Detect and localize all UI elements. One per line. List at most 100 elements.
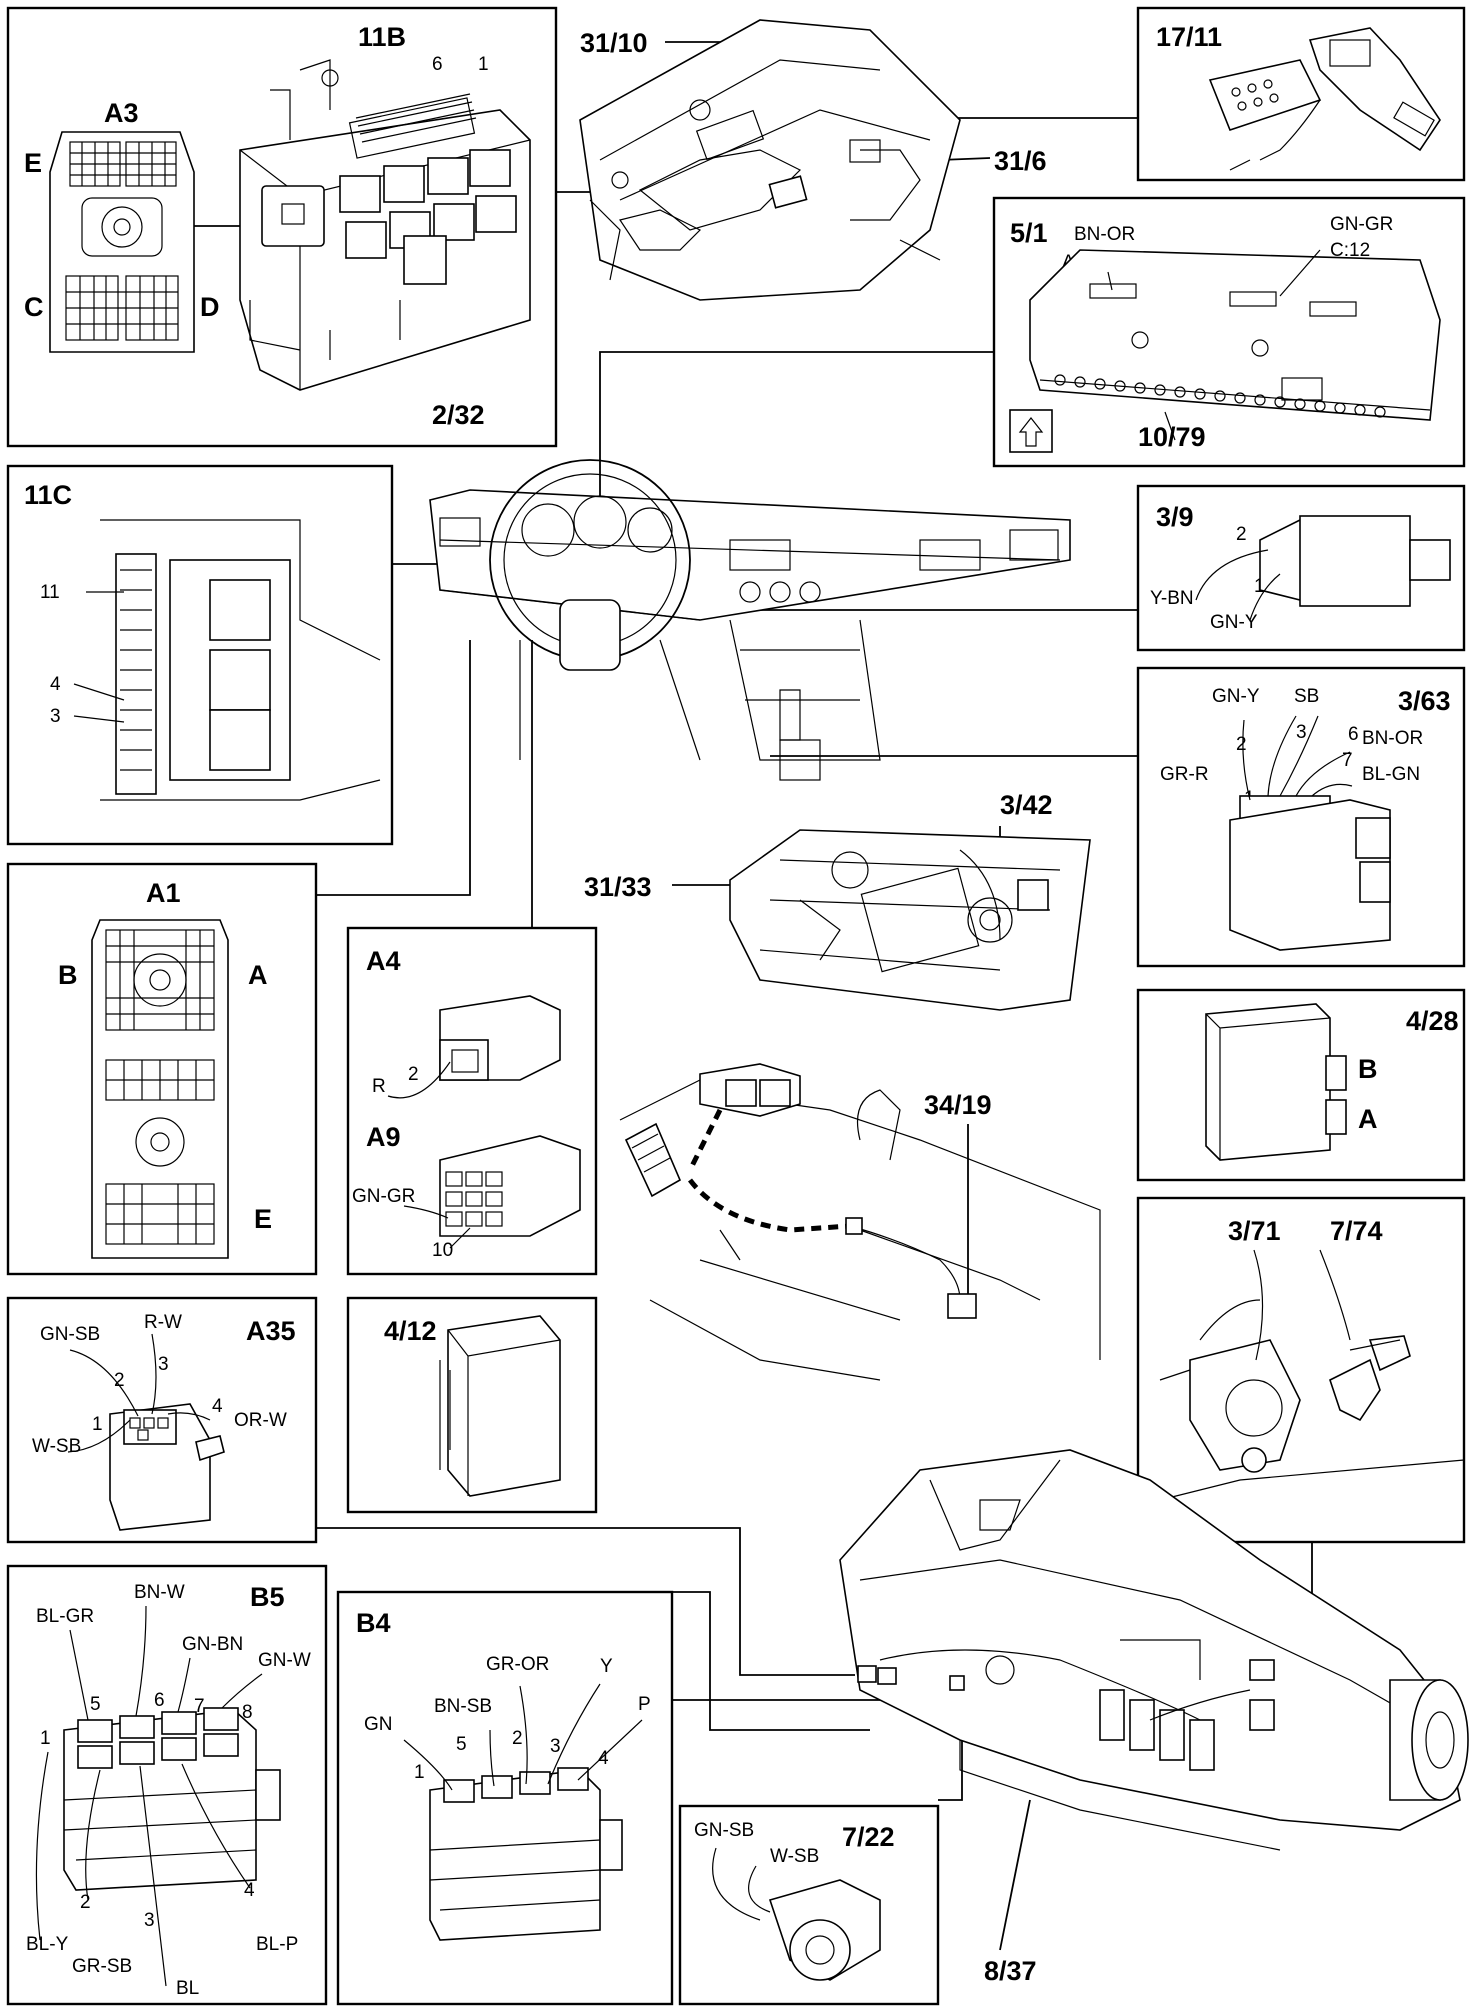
label-b4-1: Y	[600, 1656, 613, 1677]
label-3-9-0: 2	[1236, 524, 1247, 545]
center-console-drawing	[619, 1063, 1101, 1381]
callout-31-6: 31/6	[994, 146, 1047, 176]
control-module-4-28-drawing	[1205, 1003, 1347, 1161]
box-b5-id: B5	[250, 1582, 285, 1612]
connector-b4-drawing	[403, 1683, 643, 1941]
label-a4-0: R	[372, 1076, 386, 1097]
label-b4-8: 4	[598, 1748, 609, 1769]
label-b5-2: GN-BN	[182, 1634, 243, 1655]
gear-selector-switch-drawing	[1229, 715, 1391, 951]
box-4-12-id: 4/12	[384, 1316, 437, 1346]
label-b5-15: BL-P	[256, 1934, 298, 1955]
label-a9-1: 10	[432, 1240, 453, 1261]
label-a1-2: E	[254, 1204, 272, 1234]
box-7-22-id: 7/22	[842, 1822, 895, 1852]
box-3-71-id: 3/71	[1228, 1216, 1281, 1246]
label-3-9-2: Y-BN	[1150, 588, 1194, 609]
label-11b-0: E	[24, 148, 42, 178]
engine-bay-drawing	[579, 19, 961, 301]
callout-3-42: 3/42	[1000, 790, 1053, 820]
box-3-63-id: 3/63	[1398, 686, 1451, 716]
label-a35-7: W-SB	[32, 1436, 81, 1457]
box-4-28: 4/28 B A	[1136, 988, 1466, 1182]
box-17-11-id: 17/11	[1156, 22, 1222, 52]
control-module-4-12-drawing	[439, 1315, 561, 1497]
connector-a1-drawing	[91, 919, 229, 1259]
label-11b-3: 6	[432, 54, 443, 75]
label-b5-11: 4	[244, 1880, 255, 1901]
label-4-28-1: A	[1358, 1104, 1378, 1134]
label-b5-9: 2	[80, 1892, 91, 1913]
transmission-sensors-drawing	[1159, 1249, 1465, 1501]
label-11c-1: 4	[50, 674, 61, 695]
callout-31-33: 31/33	[584, 872, 652, 902]
label-3-63-4: 6	[1348, 724, 1359, 745]
box-3-71: 3/71 7/74	[1136, 1196, 1466, 1544]
label-b4-6: 2	[512, 1728, 523, 1749]
label-b4-2: BN-SB	[434, 1696, 492, 1717]
label-b5-8: 1	[40, 1728, 51, 1749]
relay-box-drawing	[239, 59, 531, 391]
label-b5-4: 5	[90, 1694, 101, 1715]
label-a35-1: R-W	[144, 1312, 182, 1333]
label-b5-12: BL-Y	[26, 1934, 69, 1955]
label-5-1-0: BN-OR	[1074, 224, 1135, 245]
label-b4-4: GN	[364, 1714, 393, 1735]
label-3-9-3: GN-Y	[1210, 612, 1258, 633]
label-b5-14: BL	[176, 1978, 199, 1999]
label-3-63-0: GN-Y	[1212, 686, 1260, 707]
label-b5-10: 3	[144, 1910, 155, 1931]
label-b5-6: 7	[194, 1696, 205, 1717]
box-a4-a9: A4 R 2 A9 GN-GR 10	[346, 926, 598, 1276]
label-b5-3: GN-W	[258, 1650, 311, 1671]
box-a9-id: A9	[366, 1122, 401, 1152]
label-b5-13: GR-SB	[72, 1956, 132, 1977]
box-b4-id: B4	[356, 1608, 391, 1638]
label-b4-9: 1	[414, 1762, 425, 1783]
box-11c: 11C 11 4 3	[6, 464, 394, 846]
instrument-cluster-drawing	[1029, 249, 1441, 441]
label-5-1-3: C:12	[1330, 240, 1370, 261]
label-a35-4: 1	[92, 1414, 103, 1435]
label-11b-4: 1	[478, 54, 489, 75]
label-4-28-0: B	[1358, 1054, 1378, 1084]
box-11b: 11B A3 E C D 6 1 2/32	[6, 6, 558, 448]
box-7-74-id: 7/74	[1330, 1216, 1383, 1246]
label-b4-5: 5	[456, 1734, 467, 1755]
connector-a4-drawing	[387, 995, 561, 1099]
label-b5-5: 6	[154, 1690, 165, 1711]
label-3-63-2: 2	[1236, 734, 1247, 755]
callout-34-19: 34/19	[924, 1090, 992, 1120]
label-a1-0: B	[58, 960, 78, 990]
label-3-63-3: 3	[1296, 722, 1307, 743]
box-b4: B4 GR-OR Y BN-SB P GN 5 2 3 4 1	[336, 1590, 674, 2006]
box-a1-id: A1	[146, 878, 181, 908]
label-b5-7: 8	[242, 1702, 253, 1723]
central-electronics-drawing	[73, 519, 381, 801]
label-5-1-2: GN-GR	[1330, 214, 1393, 235]
brake-switch-drawing	[1195, 515, 1451, 621]
engine-compartment-drawing	[729, 829, 1091, 1011]
label-a35-5: 4	[212, 1396, 223, 1417]
box-a35-id: A35	[246, 1316, 296, 1346]
box-3-9: 3/9 2 1 Y-BN GN-Y	[1136, 484, 1466, 652]
box-3-9-id: 3/9	[1156, 502, 1194, 532]
label-3-63-7: 7	[1342, 750, 1353, 771]
box-4-28-id: 4/28	[1406, 1006, 1459, 1036]
arrow-up-icon	[1009, 409, 1053, 453]
label-a4-1: 2	[408, 1064, 419, 1085]
box-4-12: 4/12	[346, 1296, 598, 1514]
label-11c-2: 3	[50, 706, 61, 727]
label-3-63-1: SB	[1294, 686, 1319, 707]
label-b4-0: GR-OR	[486, 1654, 549, 1675]
label-b4-7: 3	[550, 1736, 561, 1757]
box-3-63: 3/63 GN-Y SB 2 3 6 BN-OR GR-R 7 BL-GN 1	[1136, 666, 1466, 968]
box-7-22: 7/22 GN-SB W-SB	[678, 1804, 940, 2006]
callout-31-10: 31/10	[580, 28, 648, 58]
connector-b5-drawing	[35, 1605, 281, 1987]
label-b5-0: BL-GR	[36, 1606, 94, 1627]
label-7-22-0: GN-SB	[694, 1820, 754, 1841]
box-a4-id: A4	[366, 946, 401, 976]
label-b5-1: BN-W	[134, 1582, 185, 1603]
